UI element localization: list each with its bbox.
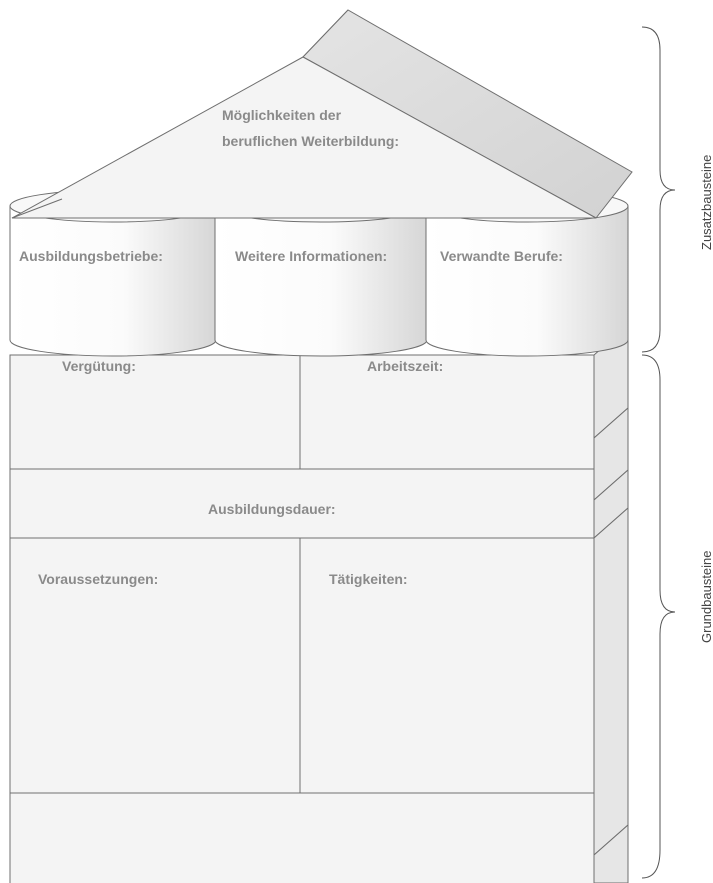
block-voraussetzungen (9, 537, 301, 794)
labels: Möglichkeiten der beruflichen Weiterbild… (19, 107, 563, 587)
side-face-lower (593, 506, 629, 857)
pillar-label-weitere-informationen: Weitere Informationen: (235, 248, 387, 264)
label-verguetung: Vergütung: (62, 358, 136, 374)
building-base (9, 323, 629, 883)
label-ausbildungsdauer: Ausbildungsdauer: (208, 501, 336, 517)
label-taetigkeiten: Tätigkeiten: (329, 571, 408, 587)
roof (11, 9, 633, 219)
brace-grundbausteine (641, 354, 676, 879)
braces (641, 26, 676, 879)
label-zusatzbausteine: Zusatzbausteine (699, 155, 713, 250)
label-voraussetzungen: Voraussetzungen: (38, 571, 158, 587)
roof-left-edge (11, 198, 63, 219)
brace-zusatzbausteine (641, 26, 676, 353)
roof-front (11, 56, 597, 219)
roof-label-line1: Möglichkeiten der (222, 107, 342, 123)
label-arbeitszeit: Arbeitszeit: (367, 358, 443, 374)
pillar-label-ausbildungsbetriebe: Ausbildungsbetriebe: (19, 248, 163, 264)
pillar-label-verwandte-berufe: Verwandte Berufe: (440, 248, 563, 264)
block-arbeitszeit (299, 354, 595, 470)
block-taetigkeiten (299, 537, 595, 794)
roof-label-line2: beruflichen Weiterbildung: (222, 133, 399, 149)
block-bottom (9, 792, 595, 883)
block-verguetung (9, 354, 301, 470)
label-grundbausteine: Grundbausteine (699, 550, 713, 643)
